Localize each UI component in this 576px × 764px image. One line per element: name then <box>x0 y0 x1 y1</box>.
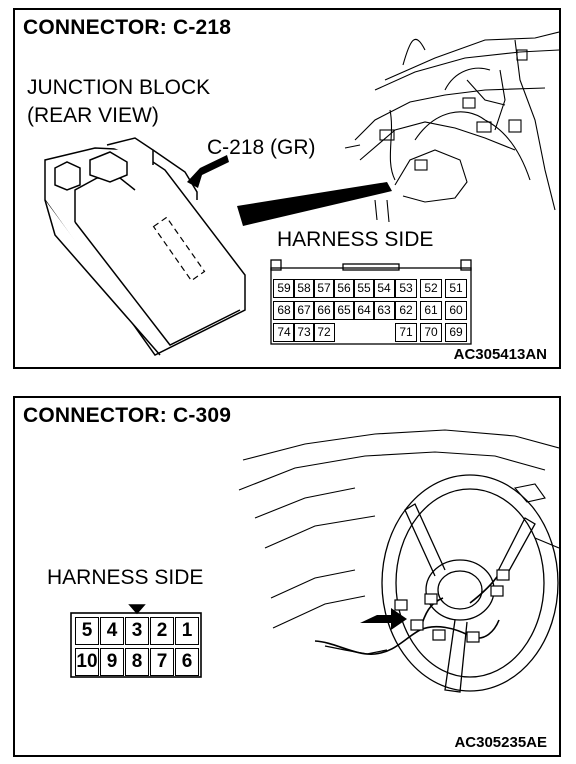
pin-2: 2 <box>150 617 174 645</box>
pin-3: 3 <box>125 617 149 645</box>
c218-connector-face <box>270 259 472 345</box>
pin-9: 9 <box>100 648 124 676</box>
pin-65: 65 <box>333 301 355 320</box>
connector-title: CONNECTOR: C-309 <box>23 404 232 427</box>
pin-63: 63 <box>373 301 395 320</box>
rear-view-label: (REAR VIEW) <box>27 104 159 127</box>
pin-7: 7 <box>150 648 174 676</box>
pin-57: 57 <box>313 279 335 298</box>
pin-8: 8 <box>125 648 149 676</box>
pin-70: 70 <box>420 323 442 342</box>
junction-block-label: JUNCTION BLOCK <box>27 76 211 99</box>
c309-connector-face <box>70 604 202 678</box>
steering-wheel-drawing <box>70 429 559 693</box>
pointer-wedge <box>237 182 392 226</box>
locator-arrow <box>360 608 407 630</box>
pin-67: 67 <box>293 301 315 320</box>
connector-c309-panel: CONNECTOR: C-309 HARNESS SIDE <box>13 396 561 757</box>
steering-wheel <box>324 474 559 693</box>
pin-69: 69 <box>445 323 467 342</box>
pin-5: 5 <box>75 617 99 645</box>
pin-58: 58 <box>293 279 315 298</box>
pin-74: 74 <box>273 323 295 342</box>
harness-side-label: HARNESS SIDE <box>47 566 204 589</box>
pin-1: 1 <box>175 617 199 645</box>
connector-plugs <box>394 569 510 643</box>
pin-62: 62 <box>395 301 417 320</box>
pin-60: 60 <box>445 301 467 320</box>
pin-64: 64 <box>353 301 375 320</box>
pin-71: 71 <box>395 323 417 342</box>
pin-61: 61 <box>420 301 442 320</box>
connector-title: CONNECTOR: C-218 <box>23 16 232 39</box>
junction-block-outline <box>44 137 246 356</box>
pin-72: 72 <box>313 323 335 342</box>
figure-code: AC305235AE <box>454 734 547 751</box>
pin-68: 68 <box>273 301 295 320</box>
pin-56: 56 <box>333 279 355 298</box>
pin-55: 55 <box>353 279 375 298</box>
pin-52: 52 <box>420 279 442 298</box>
connector-location-dashed <box>152 216 206 282</box>
dashboard-sketch <box>344 31 559 223</box>
pin-10: 10 <box>75 648 99 676</box>
figure-code: AC305413AN <box>453 346 547 363</box>
pin-4: 4 <box>100 617 124 645</box>
pin-66: 66 <box>313 301 335 320</box>
connector-c218-panel: CONNECTOR: C-218 JUNCTION BLOCK (REAR VI… <box>13 8 561 369</box>
junction-block-drawing <box>44 31 559 356</box>
harness-side-label: HARNESS SIDE <box>277 228 434 251</box>
callout-arrow <box>187 155 229 188</box>
pin-53: 53 <box>395 279 417 298</box>
pin-51: 51 <box>445 279 467 298</box>
pin-59: 59 <box>273 279 295 298</box>
dashboard-sketch <box>238 429 559 629</box>
pin-6: 6 <box>175 648 199 676</box>
connector-callout-label: C-218 (GR) <box>207 136 316 159</box>
pin-54: 54 <box>373 279 395 298</box>
pin-73: 73 <box>293 323 315 342</box>
